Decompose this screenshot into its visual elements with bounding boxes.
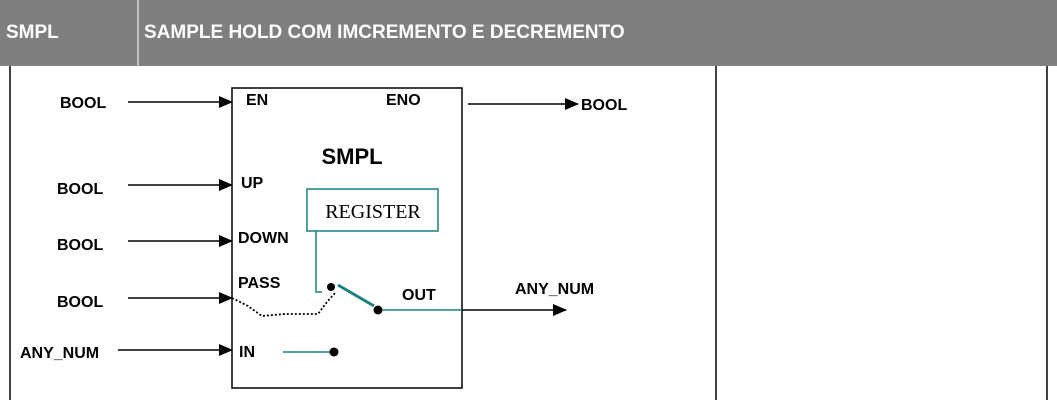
input-en-type: BOOL	[60, 95, 106, 112]
function-title: SAMPLE HOLD COM IMCREMENTO E DECREMENTO	[144, 22, 625, 43]
register-box	[306, 188, 439, 232]
register-label: REGISTER	[325, 201, 421, 223]
input-pass-type: BOOL	[57, 294, 103, 311]
pin-down-label: DOWN	[238, 230, 289, 247]
pin-pass-label: PASS	[238, 275, 281, 292]
switch-blade	[337, 283, 375, 308]
switch-contact-upper	[327, 283, 335, 291]
input-in-type: ANY_NUM	[20, 345, 99, 362]
output-eno-type: BOOL	[581, 97, 627, 114]
pin-in-label: IN	[239, 344, 255, 361]
switch-pivot	[373, 305, 383, 315]
pass-control-line	[231, 292, 336, 317]
pin-out-label: OUT	[402, 287, 436, 304]
pin-en-label: EN	[246, 92, 268, 109]
input-up-type: BOOL	[57, 181, 103, 198]
pin-up-label: UP	[241, 175, 264, 192]
pin-eno-label: ENO	[386, 92, 421, 109]
function-code: SMPL	[6, 22, 59, 43]
block-name: SMPL	[321, 144, 382, 169]
switch-contact-lower	[329, 347, 339, 357]
header-divider	[137, 0, 139, 66]
register-feed-line	[315, 231, 322, 293]
input-down-type: BOOL	[57, 237, 103, 254]
header-bar: SMPL SAMPLE HOLD COM IMCREMENTO E DECREM…	[0, 0, 1057, 66]
function-block-box	[231, 87, 463, 389]
output-out-type: ANY_NUM	[515, 281, 594, 298]
